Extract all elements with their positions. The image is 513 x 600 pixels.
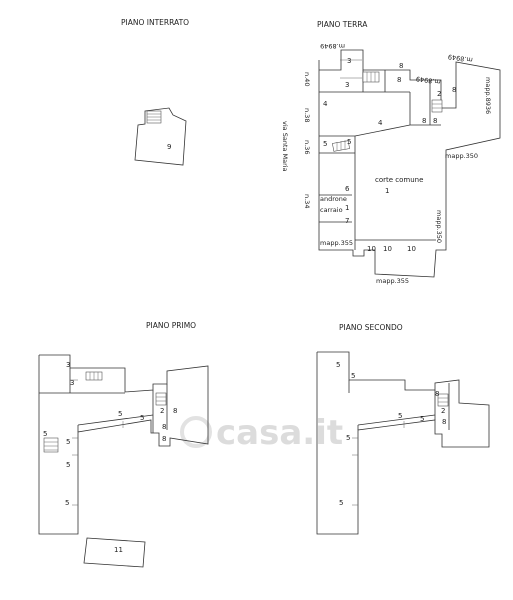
room-3-label: 3 <box>347 57 351 65</box>
parcel-label: mapp.350 <box>445 152 478 160</box>
room-8-label: 8 <box>162 435 166 443</box>
watermark-logo: casa.it <box>180 413 343 453</box>
house-number-label: n.36 <box>303 140 311 154</box>
room-11-label: 11 <box>114 546 123 554</box>
room-10-label: 10 <box>407 245 416 253</box>
room-8-label: 8 <box>452 86 456 94</box>
stair-icon <box>431 99 443 113</box>
title-second: PIANO SECONDO <box>339 323 403 332</box>
room-5-label: 5 <box>347 138 351 146</box>
ground-floor-plan: 3 3 8 8 8 2 8 8 4 4 5 5 6 1 7 1 10 10 10… <box>281 42 501 285</box>
parcel-label: mapp.355 <box>320 239 353 247</box>
stair-icon <box>43 437 59 453</box>
room-8-label: 8 <box>422 117 426 125</box>
room-5-label: 5 <box>351 372 355 380</box>
room-10-label: 10 <box>383 245 392 253</box>
parcel-label: mapp.350 <box>435 210 443 243</box>
title-first: PIANO PRIMO <box>146 321 196 330</box>
house-number-label: n.40 <box>303 72 311 86</box>
room-5-label: 5 <box>420 415 424 423</box>
room-1-label: 1 <box>345 204 349 212</box>
room-8-label: 8 <box>399 62 403 70</box>
parcel-label: m.8949 <box>447 53 473 64</box>
room-5-label: 5 <box>323 140 327 148</box>
room-2-label: 2 <box>437 90 441 98</box>
room-8-label: 8 <box>162 423 166 431</box>
passage-label: androne <box>320 195 347 203</box>
room-5-label: 5 <box>66 461 70 469</box>
room-5-label: 5 <box>339 499 343 507</box>
room-4-label: 4 <box>378 119 383 127</box>
courtyard-label: corte comune <box>375 176 423 184</box>
house-number-label: n.34 <box>303 194 311 208</box>
room-5-label: 5 <box>336 361 340 369</box>
second-floor-plan: 5 5 5 5 5 5 2 8 8 <box>316 351 490 535</box>
room-8-label: 8 <box>435 390 439 398</box>
street-label: via Santa Maria <box>281 121 289 172</box>
room-4-label: 4 <box>323 100 328 108</box>
room-3-label: 3 <box>70 379 74 387</box>
room-3-label: 3 <box>66 361 70 369</box>
room-2-label: 2 <box>160 407 164 415</box>
title-ground: PIANO TERRA <box>317 20 368 29</box>
house-number-label: n.38 <box>303 108 311 122</box>
room-8-label: 8 <box>433 117 437 125</box>
room-1-label: 1 <box>385 187 389 195</box>
parcel-label: m.8949 <box>320 42 345 50</box>
room-7-label: 7 <box>345 217 349 225</box>
room-5-label: 5 <box>140 414 144 422</box>
room-8-label: 8 <box>442 418 446 426</box>
room-5-label: 5 <box>398 412 402 420</box>
title-basement: PIANO INTERRATO <box>121 18 189 27</box>
room-8-label: 8 <box>397 76 401 84</box>
stair-icon <box>437 393 449 407</box>
room-5-label: 5 <box>118 410 122 418</box>
room-3-label: 3 <box>345 81 349 89</box>
parcel-label: mapp.355 <box>376 277 409 285</box>
room-5-label: 5 <box>65 499 69 507</box>
parcel-label: mapp.8936 <box>484 77 492 114</box>
basement-plan: 9 <box>134 107 187 166</box>
room-6-label: 6 <box>345 185 350 193</box>
parcel-label: m.8949 <box>415 75 441 86</box>
room-2-label: 2 <box>441 407 445 415</box>
room-10-label: 10 <box>367 245 376 253</box>
driveway-label: carraio <box>320 206 343 214</box>
room-5-label: 5 <box>43 430 47 438</box>
first-floor-plan: 3 3 5 5 5 5 5 5 2 8 8 8 11 <box>38 354 209 568</box>
room-5-label: 5 <box>66 438 70 446</box>
room-8-label: 8 <box>173 407 177 415</box>
watermark-text: casa.it <box>216 413 343 453</box>
stair-icon <box>155 392 167 406</box>
room-9-label: 9 <box>167 143 171 151</box>
room-5-label: 5 <box>346 434 350 442</box>
